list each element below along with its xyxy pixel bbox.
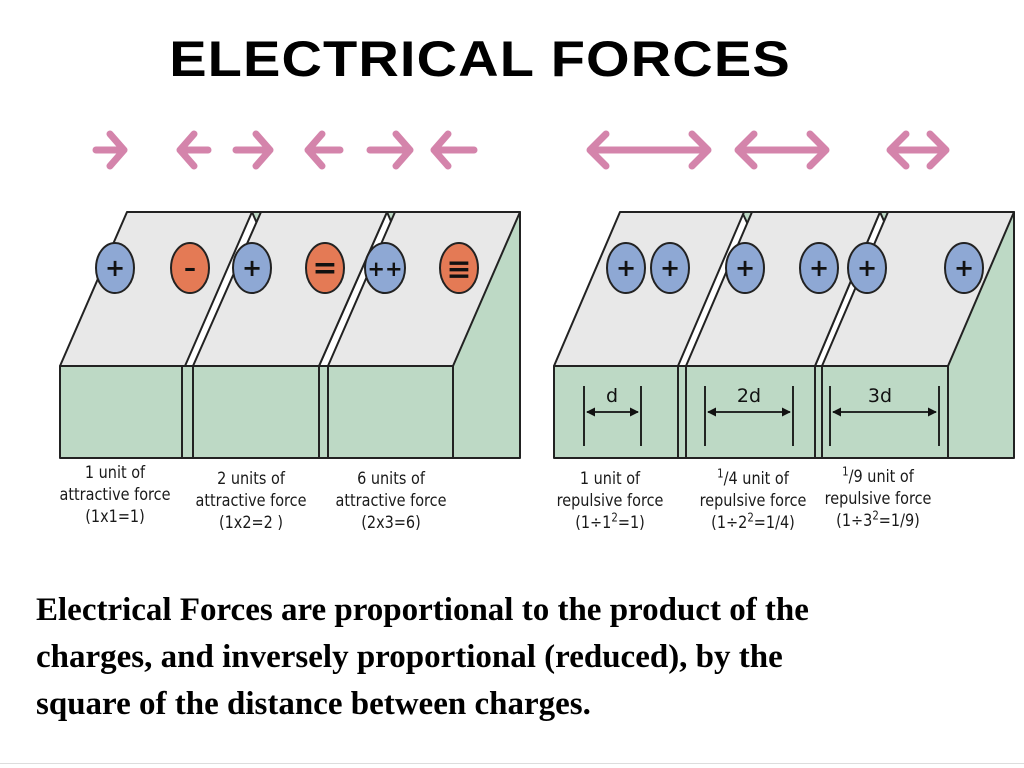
arrow-left-icon <box>430 130 478 170</box>
positive-charge <box>650 242 690 294</box>
arrow-right-icon <box>92 130 128 170</box>
charge-sign: – <box>184 254 196 282</box>
attractive-caption-1: 1 unit of attractive force (1x1=1) <box>59 463 171 527</box>
force-arrows <box>92 130 950 170</box>
distance-markers <box>583 386 940 446</box>
charge-sign: + <box>857 254 877 282</box>
positive-charge <box>606 242 646 294</box>
triple-negative-charge <box>439 242 479 294</box>
positive-charge <box>95 242 135 294</box>
double-arrow-icon <box>886 130 950 170</box>
box-front <box>192 365 320 459</box>
arrow-left-icon <box>304 130 344 170</box>
charge-signs: + – + = ++ ≡ + + + + + + <box>105 251 974 287</box>
positive-charge <box>847 242 887 294</box>
attractive-caption-2: 2 units of attractive force (1x2=2 ) <box>195 469 307 533</box>
distance-marker-d <box>583 386 642 446</box>
charge-sign: + <box>105 254 125 282</box>
positive-charge <box>232 242 272 294</box>
charge-sign: + <box>954 254 974 282</box>
attractive-arrows-2x3 <box>366 130 478 170</box>
box-front <box>327 365 454 459</box>
distance-marker-3d <box>829 386 940 446</box>
negative-charge <box>305 242 345 294</box>
charges <box>95 242 984 294</box>
charge-sign: + <box>735 254 755 282</box>
positive-charge <box>799 242 839 294</box>
explanation-text: Electrical Forces are proportional to th… <box>36 592 809 722</box>
distance-label: 3d <box>868 385 892 407</box>
double-arrow-icon <box>734 130 830 170</box>
charge-sign: = <box>312 251 337 286</box>
box-front <box>553 365 679 459</box>
attractive-caption-3: 6 units of attractive force (2x3=6) <box>335 469 447 533</box>
double-positive-charge <box>364 242 406 294</box>
charge-sign: + <box>809 254 829 282</box>
charge-sign: + <box>616 254 636 282</box>
attractive-arrows-1x1 <box>92 130 212 170</box>
bottom-divider <box>0 763 1024 764</box>
distance-label: 2d <box>737 385 761 407</box>
repulsive-caption-3: 1/9 unit of repulsive force (1÷32=1/9) <box>824 464 932 531</box>
double-arrow-icon <box>586 130 712 170</box>
electrical-forces-diagram: d 2d 3d + – + = ++ ≡ + + + + + + <box>59 130 1015 459</box>
charge-sign: + <box>242 254 262 282</box>
repulsive-caption-1: 1 unit of repulsive force (1÷12=1) <box>556 469 664 533</box>
charge-sign: ≡ <box>446 252 471 287</box>
positive-charge <box>725 242 765 294</box>
arrow-left-icon <box>176 130 212 170</box>
arrow-right-icon <box>366 130 414 170</box>
arrow-right-icon <box>232 130 274 170</box>
repulsive-caption-2: 1/4 unit of repulsive force (1÷22=1/4) <box>699 466 807 533</box>
distance-label: d <box>606 385 618 407</box>
page-title: ELECTRICAL FORCES <box>169 31 791 87</box>
charge-sign: ++ <box>367 257 402 281</box>
distance-marker-2d <box>704 386 794 446</box>
negative-charge <box>170 242 210 294</box>
attractive-arrows-1x2 <box>232 130 344 170</box>
positive-charge <box>944 242 984 294</box>
box-front <box>59 365 183 459</box>
charge-sign: + <box>660 254 680 282</box>
